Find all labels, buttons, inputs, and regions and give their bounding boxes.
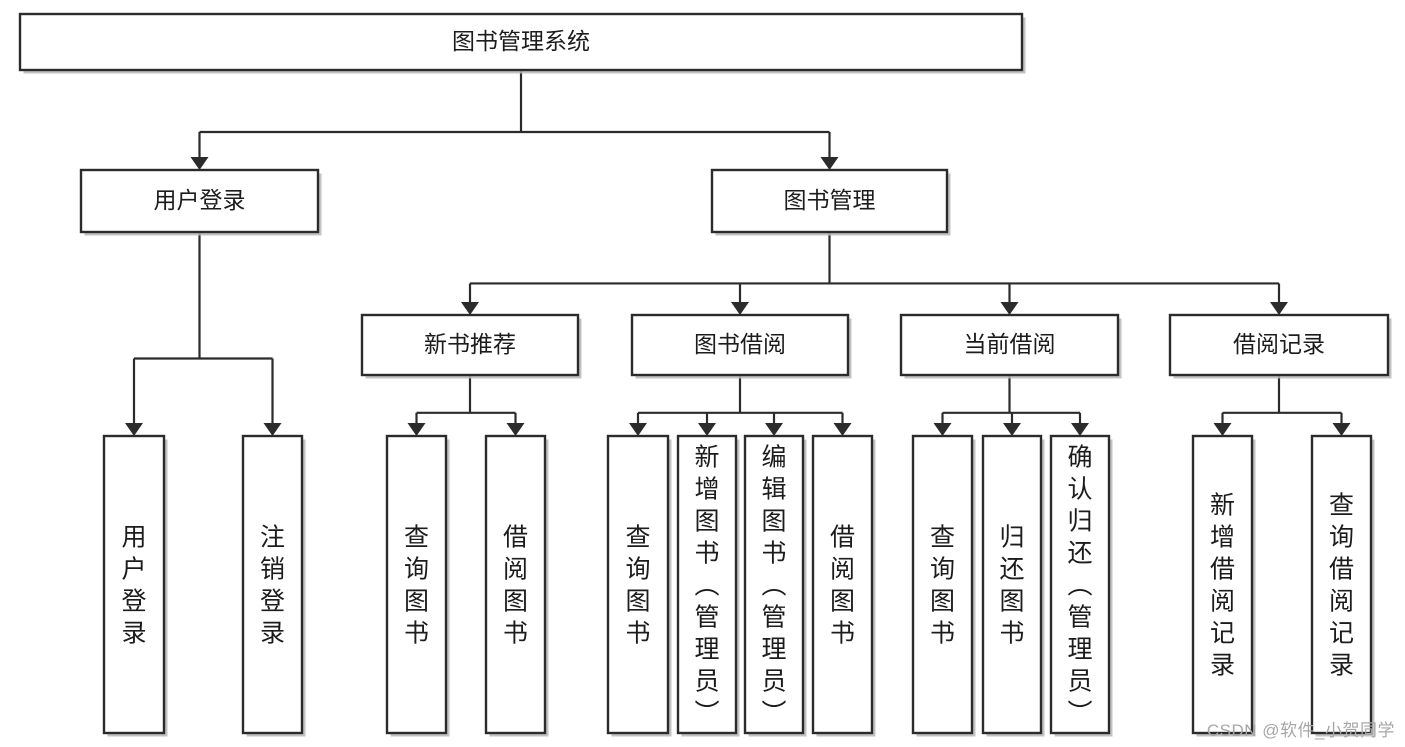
node-leaf-confirm-return[interactable]: 确认归还︵管理员︶ — [1049, 434, 1113, 737]
node-label: 借阅图书 — [503, 523, 528, 647]
node-new-book-rec[interactable]: 新书推荐 — [360, 313, 582, 379]
node-label: 当前借阅 — [964, 331, 1056, 357]
node-leaf-query-book-1[interactable]: 查询图书 — [385, 434, 450, 737]
node-label: 新书推荐 — [424, 331, 516, 357]
edge-group-book-borrow — [629, 375, 852, 436]
node-label: 编辑图书︵管理员︶ — [761, 443, 786, 727]
node-leaf-query-book-2[interactable]: 查询图书 — [606, 434, 672, 737]
node-label: 查询图书 — [625, 523, 650, 647]
node-label: 查询借阅记录 — [1329, 491, 1354, 679]
edge-group-new-book-rec — [407, 375, 525, 436]
node-label: 图书管理 — [784, 187, 876, 213]
node-leaf-user-login[interactable]: 用户登录 — [102, 434, 168, 737]
edge-group-current-borrow — [933, 375, 1089, 436]
node-label: 图书借阅 — [694, 331, 786, 357]
node-label: 借阅图书 — [830, 523, 855, 647]
node-label: 用户登录 — [154, 187, 246, 213]
nodes-layer: 图书管理系统用户登录图书管理新书推荐图书借阅当前借阅借阅记录用户登录注销登录查询… — [18, 12, 1392, 737]
node-book-borrow[interactable]: 图书借阅 — [630, 313, 852, 379]
node-leaf-query-book-3[interactable]: 查询图书 — [911, 434, 976, 737]
node-label: 新增图书︵管理员︶ — [694, 443, 719, 727]
node-user-login[interactable]: 用户登录 — [79, 168, 322, 236]
node-leaf-add-book[interactable]: 新增图书︵管理员︶ — [676, 434, 740, 737]
node-leaf-query-record[interactable]: 查询借阅记录 — [1310, 434, 1375, 737]
edge-group-root — [190, 70, 839, 170]
edge-group-book-manage — [461, 232, 1288, 315]
node-leaf-borrow-book-2[interactable]: 借阅图书 — [811, 434, 876, 737]
node-leaf-borrow-book-1[interactable]: 借阅图书 — [484, 434, 549, 737]
node-label: 查询图书 — [930, 523, 955, 647]
node-label: 借阅记录 — [1233, 331, 1325, 357]
node-leaf-logout[interactable]: 注销登录 — [241, 434, 306, 737]
node-label: 归还图书 — [999, 523, 1024, 647]
edge-group-user-login — [125, 232, 282, 436]
node-borrow-record[interactable]: 借阅记录 — [1168, 313, 1392, 379]
node-root[interactable]: 图书管理系统 — [18, 12, 1026, 74]
node-leaf-edit-book[interactable]: 编辑图书︵管理员︶ — [743, 434, 807, 737]
node-label: 新增借阅记录 — [1210, 491, 1235, 679]
node-label: 查询图书 — [404, 523, 429, 647]
node-label: 用户登录 — [121, 523, 146, 647]
node-current-borrow[interactable]: 当前借阅 — [899, 313, 1122, 379]
node-leaf-return-book[interactable]: 归还图书 — [981, 434, 1045, 737]
node-label: 确认归还︵管理员︶ — [1067, 443, 1092, 727]
node-label: 注销登录 — [260, 523, 285, 647]
node-label: 图书管理系统 — [452, 28, 590, 54]
node-book-manage[interactable]: 图书管理 — [710, 168, 951, 236]
edge-group-borrow-record — [1213, 375, 1351, 436]
node-leaf-add-record[interactable]: 新增借阅记录 — [1191, 434, 1256, 737]
edges-layer — [125, 70, 1351, 436]
